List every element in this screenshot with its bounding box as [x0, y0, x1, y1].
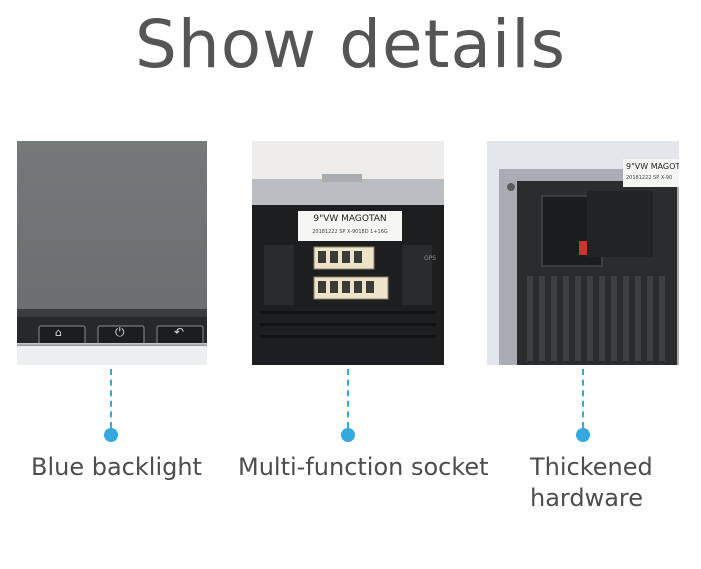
caption-line: hardware	[530, 484, 644, 512]
caption-blue-backlight: Blue backlight	[31, 453, 202, 481]
socket-label-line1: 9"VW MAGOTAN	[313, 214, 387, 224]
socket-label-line2: 20181222 SP X-9018D 1+16G	[312, 229, 388, 235]
back-icon: ↶	[174, 325, 185, 339]
connector-dot	[104, 428, 118, 442]
caption-line: Thickened	[530, 453, 653, 481]
gps-text: GPS	[424, 255, 437, 262]
hardware-label-line2: 20181222 SP X-90	[626, 175, 673, 181]
caption-multi-function-socket: Multi-function socket	[238, 453, 489, 481]
page-title: Show details	[135, 6, 566, 83]
backlight-photo: ⌂ ⏻ ↶	[17, 141, 207, 365]
connector-line	[110, 369, 112, 428]
connector-dot	[576, 428, 590, 442]
socket-photo: 9"VW MAGOTAN 20181222 SP X-9018D 1+16G G…	[252, 141, 444, 365]
caption-thickened-hardware: Thickened hardware	[530, 452, 653, 514]
home-icon: ⌂	[55, 326, 62, 339]
connector-dot	[341, 428, 355, 442]
connector-line	[582, 369, 584, 428]
power-icon: ⏻	[115, 325, 125, 339]
hardware-photo: 9"VW MAGOT 20181222 SP X-90	[487, 141, 679, 365]
connector-line	[347, 369, 349, 428]
hardware-label-line1: 9"VW MAGOT	[626, 162, 679, 171]
